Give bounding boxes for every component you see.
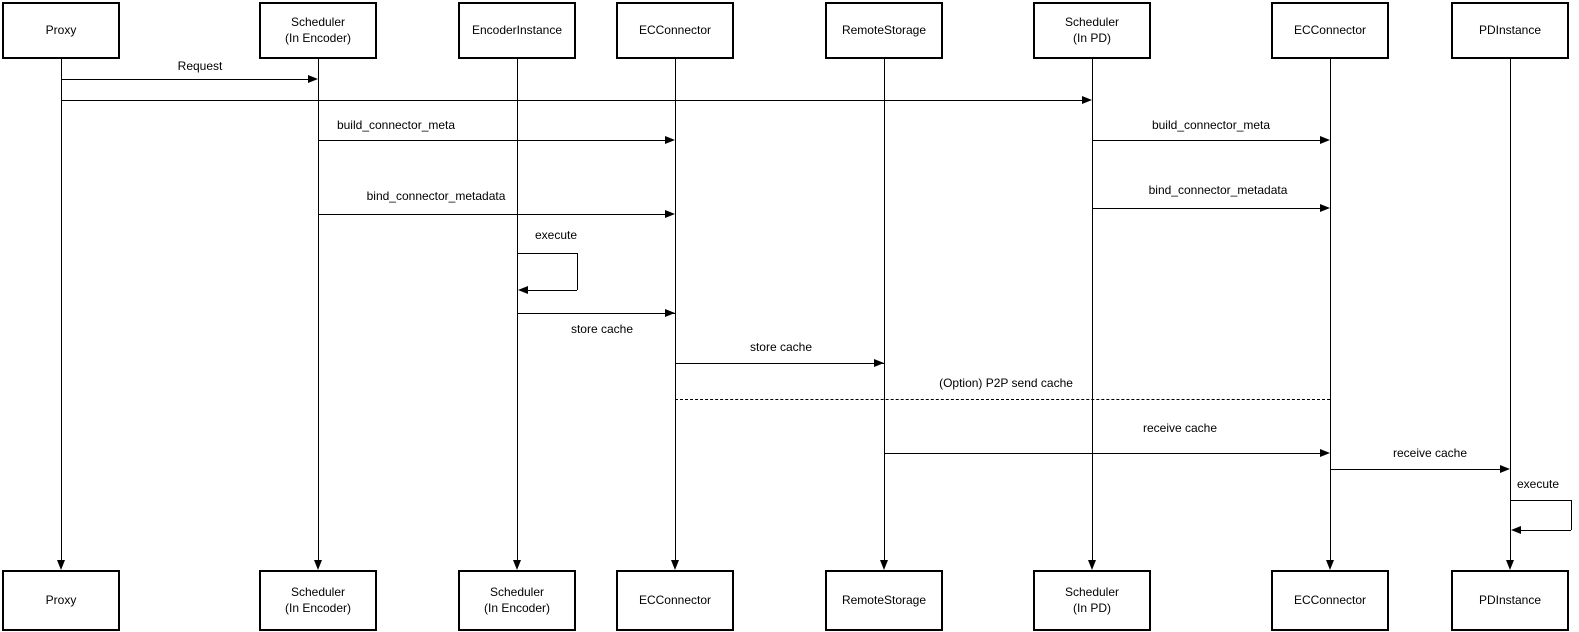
- message-label: execute: [533, 228, 580, 242]
- participant-bottom-ec-connector-2: ECConnector: [1271, 570, 1389, 631]
- message-line: [675, 363, 884, 364]
- participant-top-scheduler-encoder: Scheduler (In Encoder): [259, 2, 377, 59]
- message-label: (Option) P2P send cache: [937, 376, 1075, 390]
- message-label: store cache: [747, 340, 815, 354]
- lifeline-scheduler-encoder: [318, 59, 319, 561]
- message-line: [1330, 469, 1500, 470]
- message-label: build_connector_meta: [334, 118, 458, 132]
- message-line: [884, 453, 1320, 454]
- participant-bottom-remote-storage: RemoteStorage: [825, 570, 943, 631]
- participant-top-pd-instance: PDInstance: [1451, 2, 1569, 59]
- message-line: [517, 313, 675, 314]
- arrowhead-right-icon: [1320, 204, 1330, 212]
- participant-top-remote-storage: RemoteStorage: [825, 2, 943, 59]
- arrowhead-down-icon: [880, 560, 888, 570]
- lifeline-pd-instance: [1510, 59, 1511, 561]
- participant-bottom-scheduler-encoder: Scheduler (In Encoder): [259, 570, 377, 631]
- participant-bottom-proxy: Proxy: [2, 570, 120, 631]
- message-line: [61, 79, 308, 80]
- arrowhead-right-icon: [1082, 96, 1092, 104]
- message-label: Request: [175, 59, 225, 73]
- message-line: [318, 214, 665, 215]
- lifeline-ec-connector-2: [1330, 59, 1331, 561]
- participant-bottom-encoder-instance: Scheduler (In Encoder): [458, 570, 576, 631]
- message-line: [61, 100, 1082, 101]
- arrowhead-left-icon: [518, 286, 528, 294]
- message-label: execute: [1515, 477, 1562, 491]
- arrowhead-down-icon: [314, 560, 322, 570]
- participant-top-encoder-instance: EncoderInstance: [458, 2, 576, 59]
- message-line: [1092, 208, 1320, 209]
- lifeline-remote-storage: [884, 59, 885, 561]
- message-label: store cache: [568, 322, 636, 336]
- message-line: [528, 290, 577, 291]
- message-line: [1521, 530, 1571, 531]
- message-line: [318, 140, 665, 141]
- lifeline-encoder-instance: [517, 59, 518, 561]
- lifeline-ec-connector-1: [675, 59, 676, 561]
- arrowhead-down-icon: [57, 560, 65, 570]
- arrowhead-right-icon: [1500, 465, 1510, 473]
- message-label: receive cache: [1390, 446, 1470, 460]
- arrowhead-left-icon: [1511, 526, 1521, 534]
- participant-bottom-pd-instance: PDInstance: [1451, 570, 1569, 631]
- lifeline-scheduler-pd: [1092, 59, 1093, 561]
- message-label: build_connector_meta: [1149, 118, 1273, 132]
- arrowhead-down-icon: [513, 560, 521, 570]
- participant-bottom-scheduler-pd: Scheduler (In PD): [1033, 570, 1151, 631]
- message-line-dashed: [675, 399, 1330, 400]
- message-line: [1510, 500, 1571, 501]
- message-label: bind_connector_metadata: [1146, 183, 1290, 197]
- message-line: [517, 253, 577, 254]
- arrowhead-right-icon: [1320, 449, 1330, 457]
- arrowhead-down-icon: [1506, 560, 1514, 570]
- message-label: receive cache: [1140, 421, 1220, 435]
- lifeline-proxy: [61, 59, 62, 561]
- arrowhead-right-icon: [665, 309, 675, 317]
- participant-bottom-ec-connector-1: ECConnector: [616, 570, 734, 631]
- participant-top-proxy: Proxy: [2, 2, 120, 59]
- arrowhead-down-icon: [671, 560, 679, 570]
- participant-top-ec-connector-2: ECConnector: [1271, 2, 1389, 59]
- message-label: bind_connector_metadata: [364, 189, 508, 203]
- arrowhead-right-icon: [1320, 136, 1330, 144]
- arrowhead-right-icon: [665, 136, 675, 144]
- participant-top-ec-connector-1: ECConnector: [616, 2, 734, 59]
- participant-top-scheduler-pd: Scheduler (In PD): [1033, 2, 1151, 59]
- arrowhead-down-icon: [1326, 560, 1334, 570]
- message-line: [1092, 140, 1320, 141]
- arrowhead-right-icon: [874, 359, 884, 367]
- arrowhead-right-icon: [665, 210, 675, 218]
- arrowhead-down-icon: [1088, 560, 1096, 570]
- message-line: [1571, 500, 1572, 530]
- message-line: [577, 253, 578, 290]
- arrowhead-right-icon: [308, 75, 318, 83]
